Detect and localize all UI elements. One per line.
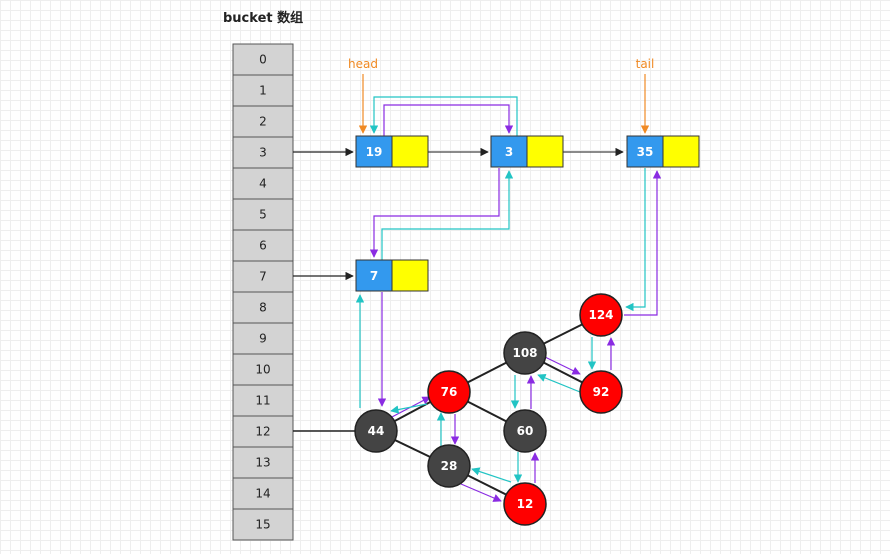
- bucket-cell-12: 12: [232, 415, 294, 448]
- bucket-cell-13: 13: [232, 446, 294, 479]
- list-node-3-key: 3: [505, 145, 513, 159]
- tree-node-108: 108: [503, 331, 547, 375]
- bucket-index-label: 2: [259, 115, 267, 129]
- after-28-to-12-arrow: [460, 483, 502, 502]
- bucket-array-title: bucket 数组: [223, 10, 303, 26]
- list-node-35-key: 35: [637, 145, 654, 159]
- bucket-index-label: 11: [255, 394, 270, 408]
- before-35-to-124-arrow: [625, 168, 646, 312]
- bucket-index-label: 8: [259, 301, 267, 315]
- tree-node-12: 12: [503, 482, 547, 526]
- bucket-index-label: 3: [259, 146, 267, 160]
- tree-node-28-label: 28: [441, 459, 458, 473]
- before-76-to-44-arrow: [390, 403, 428, 414]
- after-3-to-7-arrow: [369, 168, 500, 258]
- bucket-cell-8: 8: [232, 291, 294, 324]
- tree-node-12-label: 12: [517, 497, 534, 511]
- bucket-index-label: 13: [255, 456, 270, 470]
- list-node-7: 7: [355, 259, 429, 292]
- bucket-cell-10: 10: [232, 353, 294, 386]
- tree-node-60-label: 60: [517, 424, 534, 438]
- bucket-index-label: 1: [259, 84, 267, 98]
- bucket-cell-14: 14: [232, 477, 294, 510]
- bucket-index-label: 15: [255, 518, 270, 532]
- bucket-cell-7: 7: [232, 260, 294, 293]
- bucket-index-label: 9: [259, 332, 267, 346]
- bucket-index-label: 4: [259, 177, 267, 191]
- tree-node-76: 76: [427, 370, 471, 414]
- bucket-cell-4: 4: [232, 167, 294, 200]
- after-108-to-92-arrow: [544, 356, 581, 375]
- before-7-to-3-arrow: [381, 170, 514, 260]
- bucket-cell-6: 6: [232, 229, 294, 262]
- bucket-cell-0: 0: [232, 43, 294, 76]
- bucket-index-label: 5: [259, 208, 267, 222]
- tree-node-76-label: 76: [441, 385, 458, 399]
- bucket-index-label: 6: [259, 239, 267, 253]
- tree-node-44: 44: [354, 409, 398, 453]
- after-19-to-3-arrow: [383, 104, 514, 136]
- bucket-index-label: 7: [259, 270, 267, 284]
- list-node-19-key: 19: [366, 145, 383, 159]
- tree-node-92: 92: [579, 370, 623, 414]
- list-node-35: 35: [626, 135, 700, 168]
- tree-node-92-label: 92: [593, 385, 610, 399]
- bucket-index-label: 14: [255, 487, 270, 501]
- bucket-cell-1: 1: [232, 74, 294, 107]
- head-label: head: [348, 57, 378, 71]
- list-node-3: 3: [490, 135, 564, 168]
- before-3-to-19-arrow: [369, 96, 518, 136]
- list-node-19: 19: [355, 135, 429, 168]
- tree-node-124-label: 124: [588, 308, 613, 322]
- list-node-7-key: 7: [370, 269, 378, 283]
- bucket-cell-2: 2: [232, 105, 294, 138]
- tail-label: tail: [636, 57, 655, 71]
- bucket-index-label: 12: [255, 425, 270, 439]
- bucket-cell-15: 15: [232, 508, 294, 541]
- bucket-index-label: 0: [259, 53, 267, 67]
- bucket-cell-3: 3: [232, 136, 294, 169]
- tree-node-44-label: 44: [368, 424, 385, 438]
- after-124-to-35-arrow: [624, 170, 662, 316]
- tree-node-108-label: 108: [512, 346, 537, 360]
- tree-node-124: 124: [579, 293, 623, 337]
- bucket-index-label: 10: [255, 363, 270, 377]
- bucket-cell-9: 9: [232, 322, 294, 355]
- bucket-cell-11: 11: [232, 384, 294, 417]
- tree-node-60: 60: [503, 409, 547, 453]
- tree-node-28: 28: [427, 444, 471, 488]
- before-12-to-28-arrow: [471, 467, 512, 483]
- bucket-cell-5: 5: [232, 198, 294, 231]
- before-92-to-108-arrow: [537, 373, 581, 393]
